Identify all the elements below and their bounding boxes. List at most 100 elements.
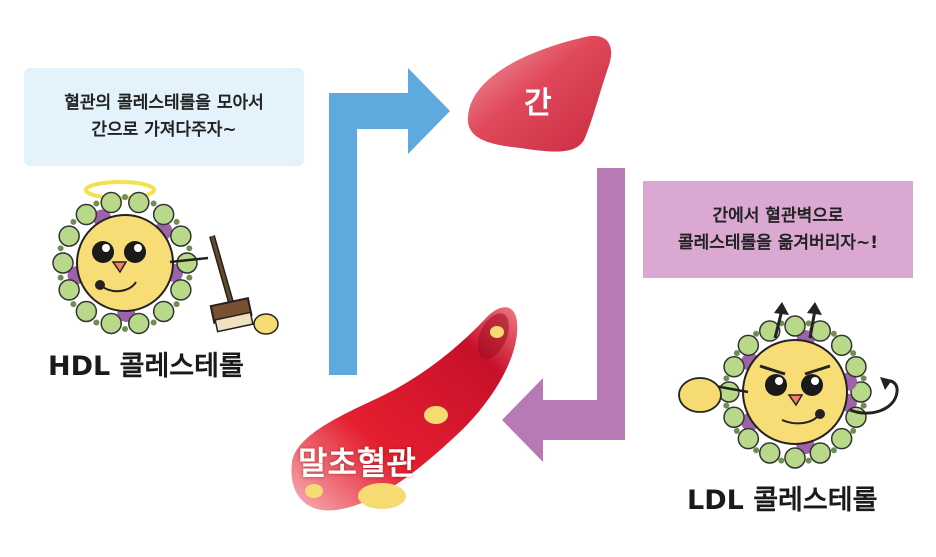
lipid-dot [733,427,740,434]
lipid-dot [93,319,100,326]
phospholipid-bead [758,442,781,464]
lipid-dot [173,301,180,308]
phospholipid-bead [784,447,806,469]
ldl-nose [787,394,804,407]
lipid-dot [70,301,77,308]
ldl-speech-text: 간에서 혈관벽으로 콜레스테롤을 옮겨버리자~! [678,205,878,253]
lipid-dot [723,402,730,409]
phospholipid-bead [830,334,853,357]
phospholipid-bead [100,312,122,335]
lipid-dot [830,447,837,454]
liver-label: 간 [524,86,552,121]
cholesterol-blob [253,313,279,335]
ldl-brow [804,364,831,376]
ldl-body [742,339,848,445]
hdl-eye-right [124,241,146,263]
broom-icon [209,235,254,333]
ldl-speech-bubble: 간에서 혈관벽으로 콜레스테롤을 옮겨버리자~! [643,181,913,278]
phospholipid-bead [723,355,745,378]
eye-highlight [811,377,819,385]
phospholipid-bead [128,191,150,214]
cholesterol-deposit [490,326,504,338]
lipid-dot [186,245,193,252]
eye-highlight [134,244,142,252]
hdl-particle [52,180,279,335]
phospholipid-bead [845,355,867,378]
hdl-shell [52,191,198,335]
phospholipid-bead [152,203,175,226]
phospholipid-bead [100,191,122,214]
ldl-arm [714,384,749,394]
lipid-dot [70,218,77,225]
ldl-brow [759,364,786,376]
lipid-dot [778,457,785,464]
phospholipid-bead [170,225,192,247]
lipid-dot [122,326,128,332]
devil-tail-tip [880,377,892,390]
lipid-dot [186,274,193,281]
lipid-dot [805,457,812,464]
devil-horns-icon [773,302,822,339]
lipid-dot [93,200,100,207]
cholesterol-deposit [305,484,323,498]
capillary-vessel [291,307,518,511]
hdl-arm [169,256,209,264]
phospholipid-bead [176,252,198,274]
hdl-nose [111,261,128,274]
phospholipid-bead [58,225,80,247]
lipid-dot [57,245,64,252]
phospholipid-bead [784,315,806,337]
ldl-eye-right [801,374,823,396]
lipid-dot [150,319,157,326]
phospholipid-bead [718,381,740,403]
phospholipid-bead [58,279,80,301]
phospholipid-bead [809,442,832,464]
lipid-dot [830,330,837,337]
lipid-dot [150,200,157,207]
hdl-eye-left [92,241,114,263]
phospholipid-bead [75,300,98,323]
lipid-dot [122,194,128,200]
headset-mic-icon [815,409,825,419]
headset-mic-icon [95,280,105,290]
cholesterol-deposit [424,406,448,424]
ldl-transport-arrow [502,168,625,462]
eye-highlight [102,244,110,252]
capillary-label: 말초혈관 [298,444,416,482]
phospholipid-bead [152,300,175,323]
cholesterol-deposit [358,483,406,509]
lipid-dot [173,218,180,225]
phospholipid-bead [52,252,74,274]
hdl-transport-arrow [329,68,450,375]
phospholipid-bead [128,312,150,335]
lipid-dot [57,274,64,281]
ldl-title: LDL 콜레스테롤 [687,485,878,516]
lipid-dot [805,320,812,327]
ldl-particle [678,302,899,469]
liver-shape [467,35,612,152]
lipid-dot [850,350,857,357]
cholesterol-blob [678,377,722,413]
hdl-speech-text: 혈관의 콜레스테롤을 모아서 간으로 가져다주자~ [64,93,264,140]
phospholipid-bead [723,406,745,429]
lipid-dot [753,447,760,454]
phospholipid-bead [75,203,98,226]
phospholipid-bead [845,406,867,429]
lipid-dot [850,427,857,434]
devil-tail-icon [849,379,899,415]
lipid-dot [753,330,760,337]
phospholipid-bead [850,381,872,403]
lipid-dot [860,375,867,382]
lipid-dot [723,375,730,382]
ldl-eye-left [765,374,787,396]
hdl-speech-bubble: 혈관의 콜레스테롤을 모아서 간으로 가져다주자~ [24,68,304,166]
lipid-dot [733,350,740,357]
phospholipid-bead [737,334,760,357]
hdl-title: HDL 콜레스테롤 [48,351,244,382]
phospholipid-bead [737,427,760,450]
eye-highlight [775,377,783,385]
phospholipid-bead [830,427,853,450]
phospholipid-bead [170,279,192,301]
lipid-dot [860,402,867,409]
